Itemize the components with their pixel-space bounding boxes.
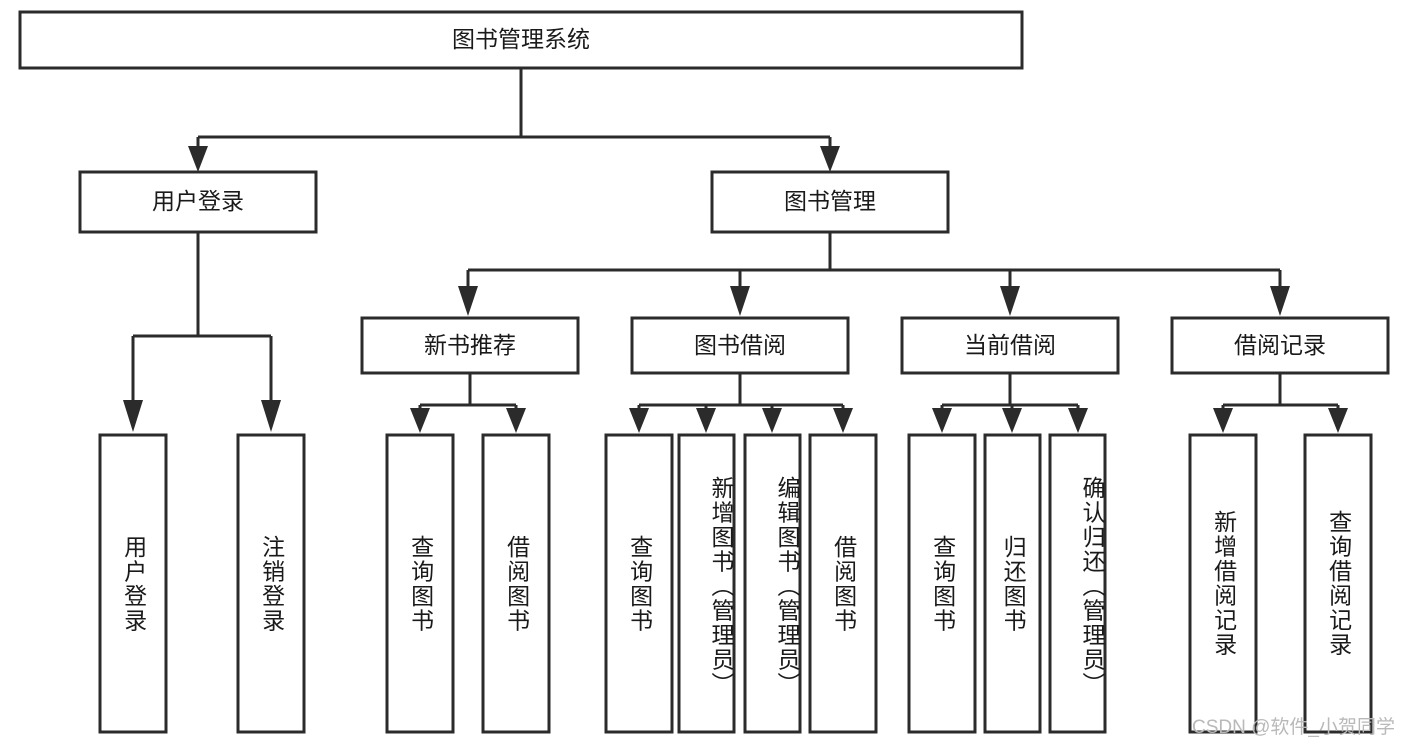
connector-group-root	[188, 68, 840, 172]
node-current-borrow-box[interactable]	[900, 316, 1120, 375]
arrow-to-leaf-user-login	[123, 400, 143, 432]
connector-group-current-borrow	[932, 373, 1088, 433]
leaf-box-return-book[interactable]	[983, 433, 1042, 734]
leaf-box-borrow-book-1[interactable]	[481, 433, 551, 734]
arrow-to-leaf-add-book	[696, 408, 716, 433]
arrow-to-new-book-rec	[458, 286, 478, 316]
node-root-label: 图书管理系统	[452, 26, 590, 52]
arrow-to-leaf-add-record	[1213, 408, 1233, 433]
arrow-to-leaf-borrow-book-2	[833, 408, 853, 433]
leaf-box-query-book-1[interactable]	[385, 433, 455, 734]
arrow-to-borrow-record	[1270, 286, 1290, 316]
node-borrow-record-label: 借阅记录	[1234, 332, 1326, 358]
node-new-book-rec-box[interactable]	[360, 316, 580, 375]
node-book-manage[interactable]: 图书管理	[710, 170, 950, 234]
arrow-to-leaf-return-book	[1002, 408, 1022, 433]
leaf-box-user-login[interactable]	[98, 433, 168, 734]
leaf-box-borrow-book-2[interactable]	[808, 433, 878, 734]
leaf-box-user-logout[interactable]	[236, 433, 306, 734]
node-root-box[interactable]	[18, 10, 1024, 70]
arrow-to-leaf-edit-book	[762, 408, 782, 433]
arrow-root-to-user-login	[188, 146, 208, 172]
node-current-borrow[interactable]: 当前借阅	[900, 316, 1120, 375]
arrow-to-book-borrow	[730, 286, 750, 316]
node-book-manage-label: 图书管理	[784, 188, 876, 214]
arrow-to-leaf-query-record	[1328, 408, 1348, 433]
node-borrow-record-box[interactable]	[1170, 316, 1390, 375]
arrow-to-leaf-confirm-return	[1068, 408, 1088, 433]
node-new-book-rec-label: 新书推荐	[424, 332, 516, 358]
node-user-login-box[interactable]	[78, 170, 318, 234]
leaf-box-add-record[interactable]	[1188, 433, 1258, 734]
node-borrow-record[interactable]: 借阅记录	[1170, 316, 1390, 375]
leaf-box-edit-book[interactable]	[743, 433, 802, 734]
node-book-borrow-box[interactable]	[630, 316, 850, 375]
arrow-to-current-borrow	[1000, 286, 1020, 316]
node-root[interactable]: 图书管理系统	[18, 10, 1024, 70]
leaf-box-confirm-return[interactable]	[1048, 433, 1107, 734]
leaf-box-query-book-3[interactable]	[907, 433, 977, 734]
node-book-manage-box[interactable]	[710, 170, 950, 234]
arrow-to-leaf-query-book-1	[410, 408, 430, 433]
arrow-to-leaf-query-book-2	[629, 408, 649, 433]
node-book-borrow-label: 图书借阅	[694, 332, 786, 358]
arrow-root-to-book-manage	[820, 146, 840, 172]
leaf-box-query-book-2[interactable]	[604, 433, 674, 734]
connector-group-user-login	[123, 232, 281, 432]
leaf-box-add-book[interactable]	[677, 433, 736, 734]
arrow-to-leaf-user-logout	[261, 400, 281, 432]
watermark-text: CSDN @软件_小贺同学	[1192, 717, 1395, 738]
node-user-login-label: 用户登录	[152, 188, 244, 214]
connector-group-book-borrow	[629, 373, 853, 433]
connector-group-borrow-record	[1213, 373, 1348, 433]
connector-group-new-book-rec	[410, 373, 526, 433]
arrow-to-leaf-query-book-3	[932, 408, 952, 433]
leaf-box-query-record[interactable]	[1303, 433, 1373, 734]
connector-group-book-manage	[458, 232, 1290, 316]
leaf-boxes	[98, 433, 1373, 734]
node-new-book-rec[interactable]: 新书推荐	[360, 316, 580, 375]
node-user-login[interactable]: 用户登录	[78, 170, 318, 234]
node-current-borrow-label: 当前借阅	[964, 332, 1056, 358]
node-book-borrow[interactable]: 图书借阅	[630, 316, 850, 375]
arrow-to-leaf-borrow-book-1	[506, 408, 526, 433]
